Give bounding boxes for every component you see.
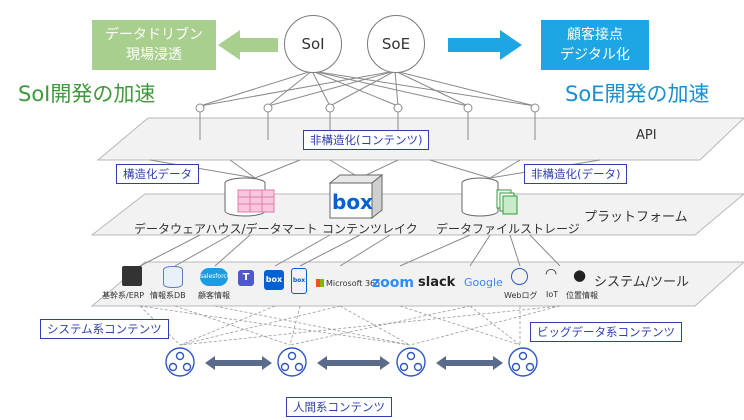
info-db-label: 情報系DB xyxy=(150,291,186,300)
location-info-label: 位置情報 xyxy=(566,291,598,300)
erp-label: 基幹系/ERP xyxy=(102,291,145,300)
soe-circle: SoE xyxy=(367,15,425,73)
api-layer-label: API xyxy=(636,128,657,143)
microsoft-icon xyxy=(316,279,324,287)
left-arrow xyxy=(218,30,278,60)
google-icon: Google xyxy=(464,276,503,289)
server-icon xyxy=(122,266,142,286)
location-pin-icon: ● xyxy=(573,266,587,284)
data-file-storage-label: データファイルストレージ xyxy=(436,222,580,236)
customer-touchpoint-line1: 顧客接点 xyxy=(567,27,623,43)
salesforce-icon: salesforce xyxy=(200,268,230,286)
data-driven-line1: データドリブン xyxy=(105,27,203,43)
teams-icon: T xyxy=(238,270,254,286)
people-group-icon xyxy=(277,347,307,377)
database-icon xyxy=(163,266,183,288)
people-icons xyxy=(165,347,538,377)
human-content-tag: 人間系コンテンツ xyxy=(286,397,392,417)
zoom-icon: zoom xyxy=(372,275,414,291)
right-arrow xyxy=(448,30,522,60)
people-group-icon xyxy=(508,347,538,377)
people-group-icon xyxy=(165,347,195,377)
people-group-icon xyxy=(396,347,426,377)
dwh-label: データウェアハウス/データマート xyxy=(134,222,318,236)
web-log-label: Webログ xyxy=(504,291,538,300)
dashed-connectors xyxy=(139,305,561,346)
iot-label: IoT xyxy=(546,290,559,299)
soi-tagline: SoI開発の加速 xyxy=(18,82,156,106)
system-layer-plane xyxy=(90,261,744,307)
box-cube-icon xyxy=(328,173,384,220)
api-nodes xyxy=(195,103,540,113)
data-driven-box: データドリブン 現場浸透 xyxy=(92,20,216,70)
data-driven-line2: 現場浸透 xyxy=(126,47,182,63)
customer-touchpoint-line2: デジタル化 xyxy=(560,47,630,63)
content-lake-label: コンテンツレイク xyxy=(322,222,418,236)
connector-lines-top xyxy=(139,70,601,267)
customer-touchpoint-box: 顧客接点 デジタル化 xyxy=(541,20,649,70)
unstructured-content-tag: 非構造化(コンテンツ) xyxy=(303,130,430,150)
customer-info-label: 顧客情報 xyxy=(198,291,230,300)
box-app-icon: box xyxy=(264,270,284,290)
database-files-icon xyxy=(461,177,518,217)
database-spreadsheet-icon xyxy=(224,177,275,217)
box-logo: box xyxy=(332,190,373,214)
big-data-content-tag: ビッグデータ系コンテンツ xyxy=(530,322,682,342)
platform-layer-label: プラットフォーム xyxy=(584,210,688,225)
globe-icon xyxy=(511,268,528,285)
structured-data-tag: 構造化データ xyxy=(116,164,199,184)
box-mobile-icon: box xyxy=(291,268,307,294)
wifi-icon: ◠ xyxy=(545,266,558,282)
soe-tagline: SoE開発の加速 xyxy=(565,82,710,106)
microsoft-365-label: Microsoft 365 xyxy=(326,279,381,288)
system-content-tag: システム系コンテンツ xyxy=(40,319,169,339)
unstructured-data-tag: 非構造化(データ) xyxy=(524,164,628,184)
people-arrows xyxy=(205,356,503,370)
slack-icon: slack xyxy=(418,275,456,290)
system-layer-label: システム/ツール xyxy=(594,275,689,290)
soi-circle: SoI xyxy=(284,15,342,73)
